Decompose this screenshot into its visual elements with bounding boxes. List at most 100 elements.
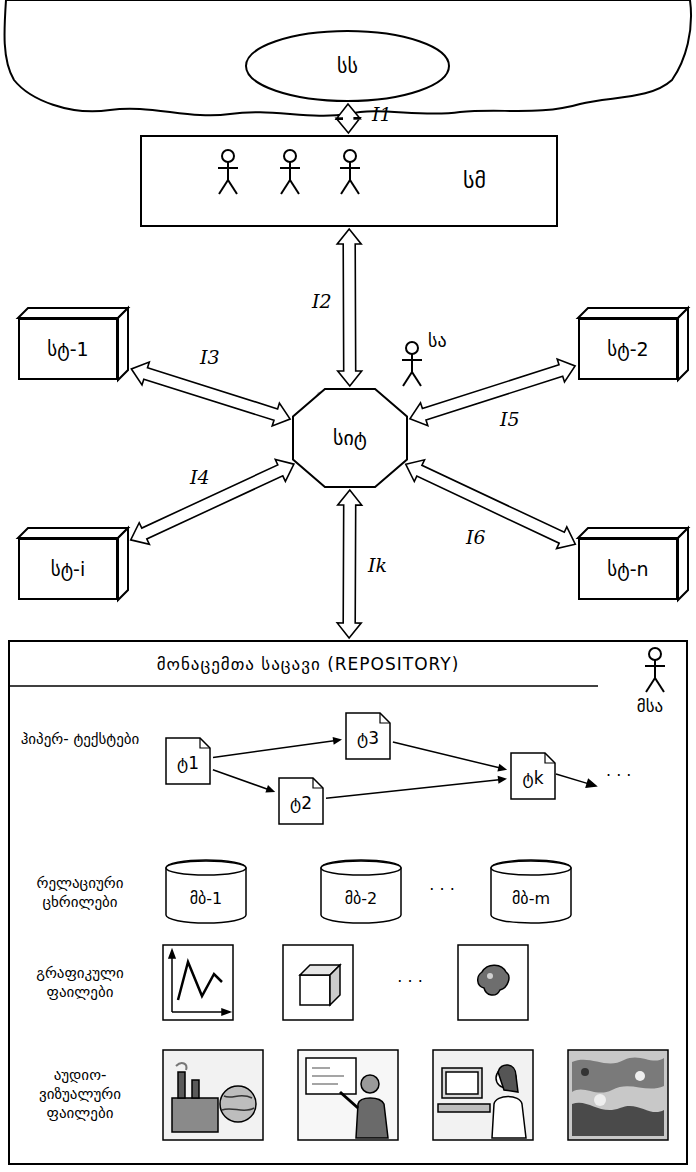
node-text: სმ xyxy=(463,168,486,194)
title-separator xyxy=(8,685,598,687)
hypertext-doc: ტ1 xyxy=(165,737,211,785)
person-icon-part xyxy=(222,150,234,162)
person-icon-part xyxy=(281,180,290,194)
box-3d-faces-part xyxy=(118,308,128,380)
system-box: სტ-2 xyxy=(578,318,678,380)
document-outline xyxy=(166,738,210,784)
trailing-arrow-part xyxy=(586,780,596,788)
box-3d-faces-part xyxy=(118,528,128,600)
box-3d-faces-part xyxy=(678,528,688,600)
row-label: რელაციური ცხრილები xyxy=(20,874,140,912)
audio-visual-icon-part xyxy=(635,1071,645,1081)
audio-visual-icon-part xyxy=(442,1068,482,1098)
audio-visual-icon-part xyxy=(220,1086,256,1122)
graphic-file-icon-part xyxy=(330,965,340,1005)
interface-label: I1 xyxy=(372,103,392,125)
interface-label: I3 xyxy=(200,346,220,368)
database-cylinder: მბ-m xyxy=(490,860,572,924)
interface-arrow-body xyxy=(337,229,362,386)
node-text: სტ-1 xyxy=(47,338,88,361)
audio-visual-icon-part xyxy=(312,1068,344,1084)
person-icon-part xyxy=(402,359,422,361)
cylinder-body xyxy=(321,860,401,923)
interface-label: I5 xyxy=(500,408,520,430)
row-label: ჰიპერ- ტექსტები xyxy=(20,730,140,749)
node-text: სტ-n xyxy=(607,558,648,581)
audio-visual-icon-part xyxy=(306,1058,356,1094)
node-text: სტ-2 xyxy=(607,338,648,361)
box-3d-faces-part xyxy=(578,308,688,318)
document-outline xyxy=(346,713,390,759)
person-icon-part xyxy=(349,162,351,180)
cloud-outline-part xyxy=(4,0,691,116)
actor-label: მსა xyxy=(614,696,686,717)
users-box: სმ xyxy=(140,135,558,227)
person-icon-part xyxy=(649,648,661,660)
interface-arrow-body xyxy=(131,362,290,426)
audio-visual-icon xyxy=(163,1050,668,1140)
interface-arrow xyxy=(336,104,360,133)
actor-label: სა xyxy=(428,330,468,353)
person-icon-part xyxy=(284,150,296,162)
person-icon-part xyxy=(412,372,421,386)
cylinder-top xyxy=(491,861,571,875)
person-icon-part xyxy=(403,372,412,386)
person-icon-part xyxy=(290,180,299,194)
interface-arrow xyxy=(131,362,290,426)
cylinder-top xyxy=(166,861,246,875)
link-arrow xyxy=(213,770,275,793)
audio-visual-icon-part xyxy=(433,1050,533,1140)
node-text: სტ-i xyxy=(51,558,86,581)
link-line xyxy=(393,742,499,768)
interface-arrow xyxy=(131,460,294,545)
cylinder-body xyxy=(166,860,246,923)
node-text: სიტ xyxy=(333,426,367,450)
graphic-file-icon-part xyxy=(487,973,493,979)
trailing-arrow-part xyxy=(556,774,588,784)
audio-visual-icon-part xyxy=(594,1094,606,1106)
node-text: მბ-2 xyxy=(345,889,378,908)
arrow-head xyxy=(498,776,507,784)
audio-visual-icon-part xyxy=(498,1065,518,1092)
audio-visual-icon-part xyxy=(581,1068,589,1076)
box-3d-faces-part xyxy=(18,308,128,318)
system-box: სტ-1 xyxy=(18,318,118,380)
person-icon-part xyxy=(344,150,356,162)
link-arrow xyxy=(213,737,342,758)
interface-arrow xyxy=(410,359,575,426)
audio-visual-icon-part xyxy=(356,1098,388,1138)
interface-label: I4 xyxy=(190,466,210,488)
interface-label: I2 xyxy=(312,290,332,312)
graphic-file-icon xyxy=(163,945,528,1020)
box-3d-faces-part xyxy=(578,528,688,538)
interface-arrow-body xyxy=(410,359,575,426)
person-icon-part xyxy=(654,660,656,678)
cylinder-top xyxy=(321,861,401,875)
audio-visual-icon-part xyxy=(568,1050,668,1140)
person-icon-part xyxy=(406,342,418,354)
audio-visual-icon-part xyxy=(222,1096,254,1111)
graphic-file-icon-part xyxy=(171,954,173,1012)
audio-visual-icon-part xyxy=(438,1104,490,1112)
node-text: მბ-m xyxy=(512,889,550,908)
node-text: ტ2 xyxy=(290,793,312,813)
ellipsis: · · · xyxy=(375,972,445,992)
database-cylinder: მბ-1 xyxy=(165,860,247,924)
interface-arrow xyxy=(337,229,362,386)
row-label: აუდიო- ვიზუალური ფაილები xyxy=(20,1066,140,1122)
document-outline xyxy=(279,778,323,824)
audio-visual-icon-part xyxy=(178,1072,185,1098)
system-box: სტ-i xyxy=(18,538,118,600)
link-line xyxy=(213,741,334,758)
audio-visual-icon-part xyxy=(176,1063,186,1070)
person-icon-part xyxy=(646,678,655,692)
title-separator-part xyxy=(8,685,598,687)
person-icon-part xyxy=(655,678,664,692)
ellipse-node: სს xyxy=(245,30,450,102)
ellipse-outline xyxy=(246,31,449,101)
person-icon-part xyxy=(645,665,665,667)
arrow-head xyxy=(333,737,342,745)
audio-visual-icon-part xyxy=(572,1103,664,1136)
audio-visual-icon-part xyxy=(192,1080,199,1098)
link-line xyxy=(326,780,499,799)
